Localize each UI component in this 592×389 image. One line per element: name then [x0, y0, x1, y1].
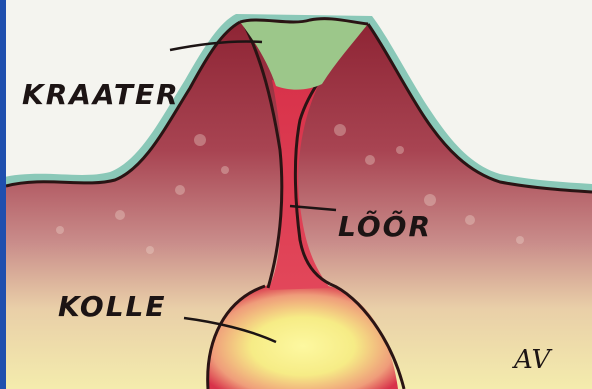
artist-signature: AV — [512, 345, 552, 375]
left-border — [0, 0, 6, 389]
chamber-label: KOLLE — [58, 290, 167, 323]
vent-label: LÕÕR — [338, 209, 432, 243]
crater-label: KRAATER — [22, 78, 180, 111]
